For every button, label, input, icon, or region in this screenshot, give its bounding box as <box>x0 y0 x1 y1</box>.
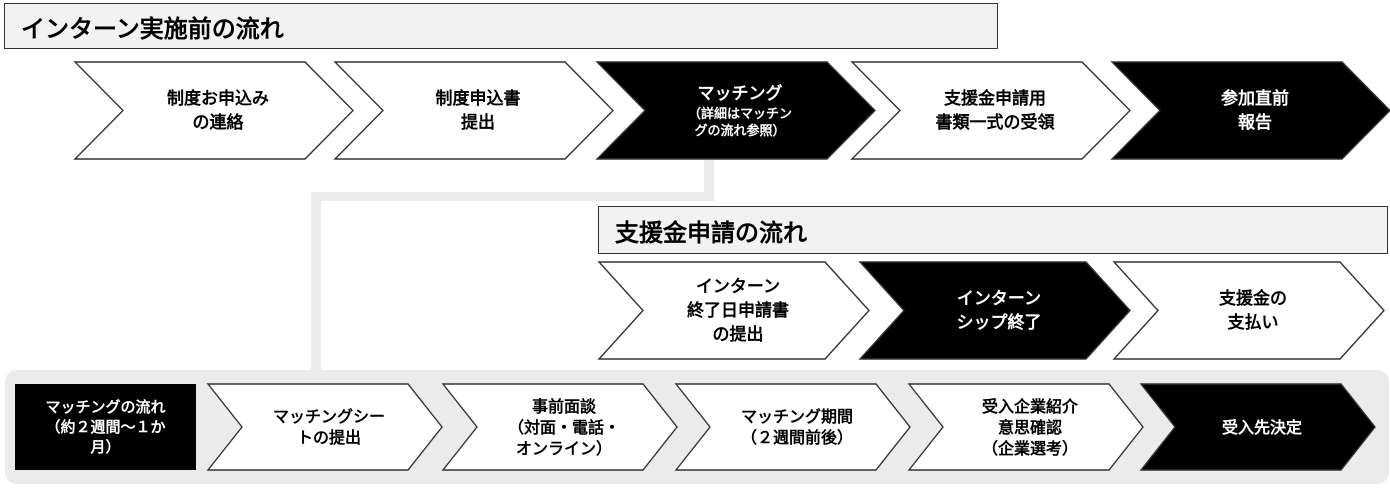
pre-step-5-main-text: 参加直前 報告 <box>1221 88 1289 133</box>
subsidy-step-2-chevron <box>858 261 1131 360</box>
matching-step-1-chevron <box>206 383 443 471</box>
subsidy-step-3-text: 支援金の 支払い <box>1219 287 1287 335</box>
matching-step-2-text: 事前面談 （対面・電話・ オンライン） <box>508 396 620 459</box>
matching-step-3-chevron-shape <box>674 383 911 471</box>
pre-step-4: 支援金申請用 書類一式の受領 <box>850 61 1131 160</box>
matching-step-3-text: マッチング期間 （２週間前後） <box>741 406 853 448</box>
pre-step-2-chevron-shape <box>333 61 614 160</box>
matching-step-5-main-text: 受入先決定 <box>1221 417 1302 437</box>
matching-flow-label: マッチングの流れ （約２週間～１か 月） <box>15 384 196 470</box>
pre-step-2: 制度申込書 提出 <box>333 61 614 160</box>
matching-step-5: 受入先決定 <box>1139 383 1376 471</box>
matching-step-2: 事前面談 （対面・電話・ オンライン） <box>441 383 678 471</box>
pre-step-1: 制度お申込み の連絡 <box>73 61 354 160</box>
matching-step-3-main-text: マッチング期間 （２週間前後） <box>740 407 853 447</box>
pre-step-4-text: 支援金申請用 書類一式の受領 <box>936 87 1055 135</box>
pre-step-5: 参加直前 報告 <box>1110 61 1390 160</box>
pre-step-1-text: 制度お申込み の連絡 <box>167 87 269 135</box>
pre-step-1-chevron-shape <box>73 61 354 160</box>
pre-step-4-chevron-shape <box>850 61 1131 160</box>
pre-step-3: マッチング（詳細はマッチン グの流れ参照） <box>595 61 876 160</box>
matching-step-1-text: マッチングシー トの提出 <box>273 406 385 448</box>
matching-step-5-text: 受入先決定 <box>1222 417 1302 438</box>
pre-step-3-text: マッチング（詳細はマッチン グの流れ参照） <box>688 82 792 140</box>
matching-step-2-label: 事前面談 （対面・電話・ オンライン） <box>479 384 649 470</box>
pre-internship-flow-title: インターン実施前の流れ <box>4 3 998 49</box>
matching-step-5-label: 受入先決定 <box>1177 384 1347 470</box>
subsidy-step-1: インターン 終了日申請書 の提出 <box>597 261 870 360</box>
matching-step-1-label: マッチングシー トの提出 <box>244 384 414 470</box>
matching-step-3-label: マッチング期間 （２週間前後） <box>712 384 882 470</box>
matching-step-5-chevron <box>1139 383 1376 471</box>
subsidy-step-1-label: インターン 終了日申請書 の提出 <box>645 262 831 359</box>
connector-vertical-top <box>704 160 714 196</box>
subsidy-step-2-label: インターン シップ終了 <box>906 262 1092 359</box>
connector-vertical-bottom <box>311 192 321 376</box>
matching-step-1-main-text: マッチングシー トの提出 <box>272 407 385 447</box>
pre-step-2-main-text: 制度申込書 提出 <box>435 88 521 133</box>
pre-step-3-label: マッチング（詳細はマッチン グの流れ参照） <box>647 62 833 159</box>
matching-step-2-chevron <box>441 383 678 471</box>
subsidy-step-2-chevron-shape <box>858 261 1131 360</box>
matching-step-4-text: 受入企業紹介 意思確認 （企業選考） <box>982 396 1078 459</box>
subsidy-flow-title: 支援金申請の流れ <box>598 206 1388 254</box>
matching-step-4-label: 受入企業紹介 意思確認 （企業選考） <box>945 384 1115 470</box>
pre-step-2-chevron <box>333 61 614 160</box>
subsidy-step-3-main-text: 支援金の 支払い <box>1219 288 1287 333</box>
matching-step-4-chevron <box>907 383 1144 471</box>
subsidy-step-3-chevron <box>1112 261 1385 360</box>
connector-horizontal <box>311 192 714 201</box>
matching-step-3-chevron <box>674 383 911 471</box>
pre-step-1-chevron <box>73 61 354 160</box>
matching-step-4-chevron-shape <box>907 383 1144 471</box>
matching-step-3: マッチング期間 （２週間前後） <box>674 383 911 471</box>
subsidy-step-3-chevron-shape <box>1112 261 1385 360</box>
matching-step-4: 受入企業紹介 意思確認 （企業選考） <box>907 383 1144 471</box>
matching-step-1-chevron-shape <box>206 383 443 471</box>
subsidy-step-1-main-text: インターン 終了日申請書 の提出 <box>687 276 789 345</box>
pre-step-3-chevron <box>595 61 876 160</box>
pre-step-5-text: 参加直前 報告 <box>1221 87 1289 135</box>
pre-step-5-label: 参加直前 報告 <box>1162 62 1348 159</box>
pre-step-2-label: 制度申込書 提出 <box>385 62 571 159</box>
subsidy-step-3-label: 支援金の 支払い <box>1160 262 1346 359</box>
pre-step-3-sub-text: （詳細はマッチン グの流れ参照） <box>687 106 792 139</box>
pre-step-2-text: 制度申込書 提出 <box>436 87 521 135</box>
pre-step-3-main-text: マッチング <box>697 83 783 104</box>
matching-step-4-main-text: 受入企業紹介 意思確認 （企業選考） <box>981 396 1078 458</box>
pre-step-3-chevron-shape <box>595 61 876 160</box>
subsidy-step-1-chevron-shape <box>597 261 870 360</box>
pre-step-4-main-text: 支援金申請用 書類一式の受領 <box>935 88 1055 133</box>
subsidy-step-2-main-text: インターン シップ終了 <box>956 288 1042 333</box>
matching-step-2-main-text: 事前面談 （対面・電話・ オンライン） <box>507 396 620 458</box>
pre-step-5-chevron <box>1110 61 1390 160</box>
matching-step-2-chevron-shape <box>441 383 678 471</box>
pre-step-1-label: 制度お申込み の連絡 <box>125 62 311 159</box>
subsidy-step-2-text: インターン シップ終了 <box>957 287 1042 335</box>
subsidy-step-1-text: インターン 終了日申請書 の提出 <box>687 275 789 347</box>
subsidy-step-1-chevron <box>597 261 870 360</box>
subsidy-step-2: インターン シップ終了 <box>858 261 1131 360</box>
pre-step-5-chevron-shape <box>1110 61 1390 160</box>
pre-step-4-chevron <box>850 61 1131 160</box>
pre-step-4-label: 支援金申請用 書類一式の受領 <box>902 62 1088 159</box>
pre-step-1-main-text: 制度お申込み の連絡 <box>167 88 269 133</box>
matching-step-5-chevron-shape <box>1139 383 1376 471</box>
matching-step-1: マッチングシー トの提出 <box>206 383 443 471</box>
subsidy-step-3: 支援金の 支払い <box>1112 261 1385 360</box>
